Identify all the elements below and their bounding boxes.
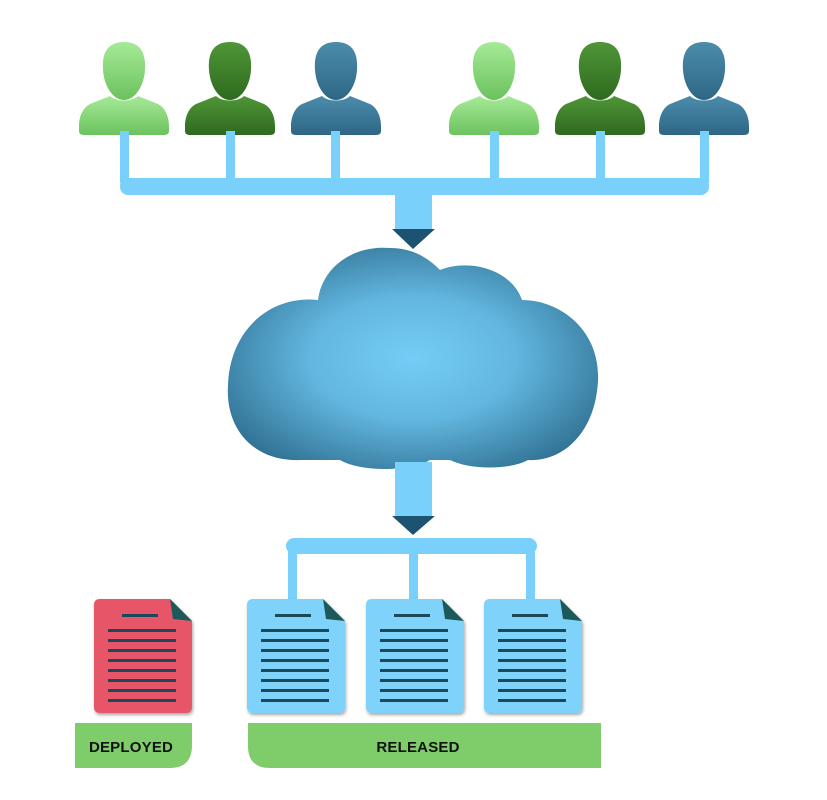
released-tag: RELEASED: [248, 723, 601, 768]
user-icon: [291, 42, 381, 135]
user-stem-1: [120, 131, 129, 183]
released-tag-shape: [248, 723, 601, 768]
user-bus-bar: [120, 178, 709, 195]
user-icon: [449, 42, 539, 135]
down-arrow-2-icon: [392, 516, 435, 535]
user-icon: [555, 42, 645, 135]
users-row: [79, 42, 749, 135]
deployed-label: DEPLOYED: [89, 739, 173, 756]
user-stem-2: [226, 131, 235, 183]
documents: [94, 599, 582, 713]
deployed-tag-shape: [75, 723, 192, 768]
down-arrow-shaft-1: [395, 190, 432, 230]
down-arrow-shaft-2: [395, 462, 432, 518]
deployed-tag: DEPLOYED: [75, 723, 192, 768]
released-document-icon: [484, 599, 582, 713]
released-document-icon: [366, 599, 464, 713]
doc-stem-2: [409, 545, 418, 601]
user-stem-6: [700, 131, 709, 183]
released-document-icon: [247, 599, 345, 713]
user-stem-4: [490, 131, 499, 183]
doc-stem-1: [288, 545, 297, 601]
user-icon: [79, 42, 169, 135]
user-stem-5: [596, 131, 605, 183]
user-stem-3: [331, 131, 340, 183]
documents-connector: [286, 462, 537, 601]
released-label: RELEASED: [376, 739, 459, 756]
user-icon: [659, 42, 749, 135]
down-arrow-1-icon: [392, 229, 435, 249]
users-connector: [120, 131, 709, 230]
deployed-document-icon: [94, 599, 192, 713]
user-icon: [185, 42, 275, 135]
doc-stem-3: [526, 545, 535, 601]
cloud-icon: [227, 247, 599, 469]
